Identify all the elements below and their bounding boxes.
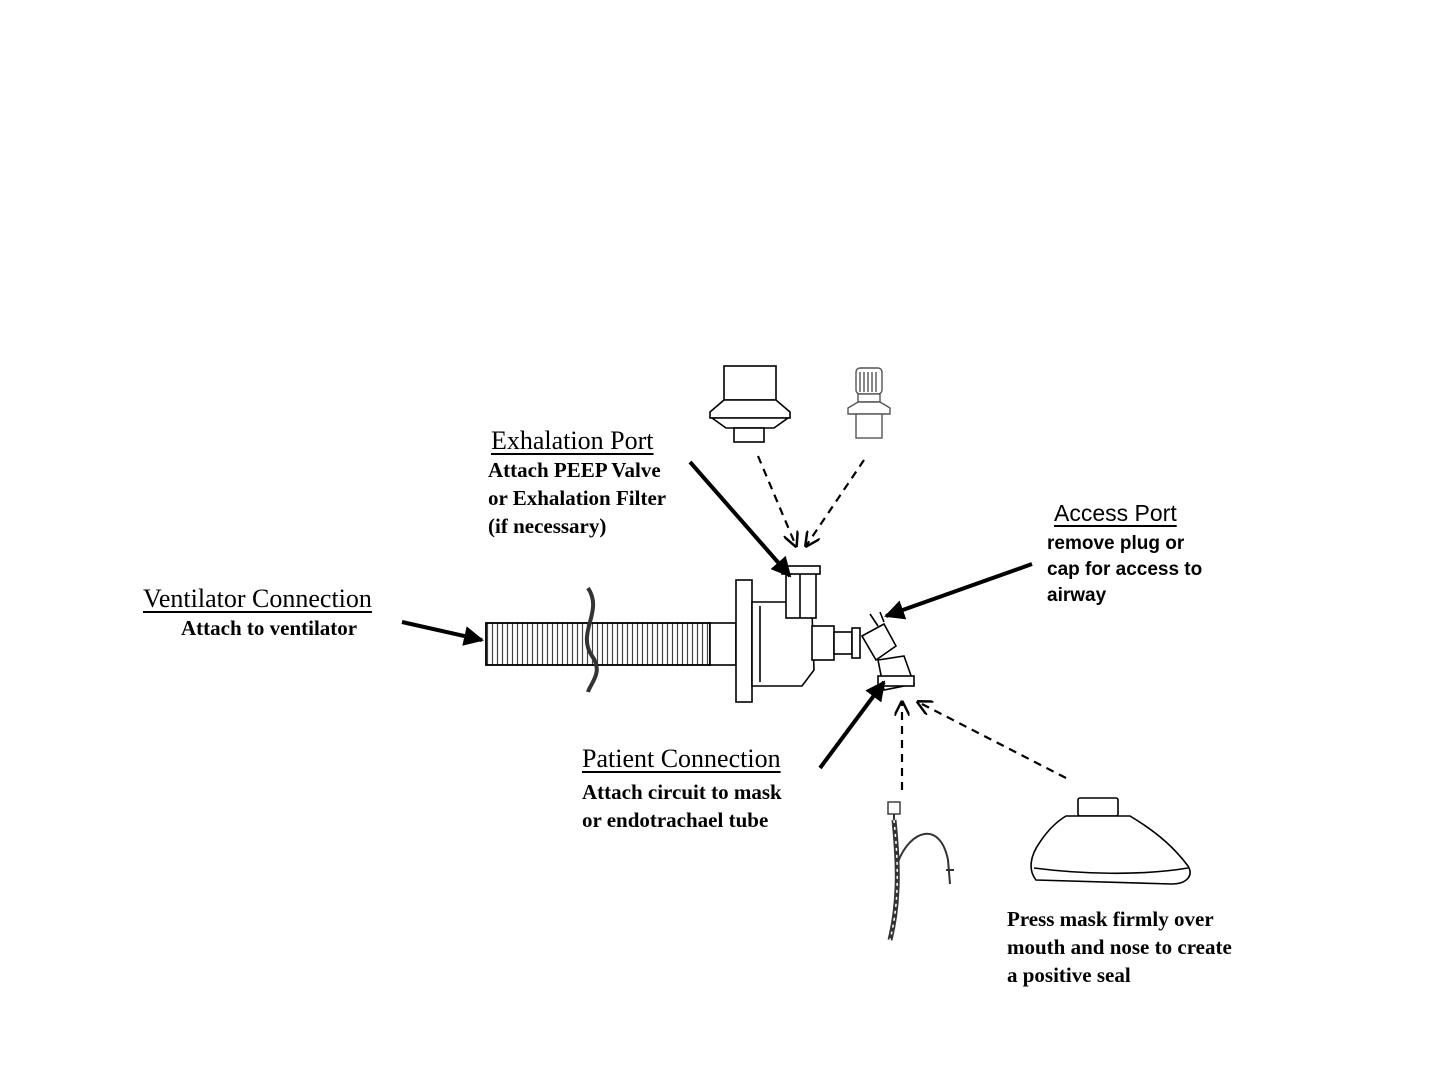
access-port-label: Access Port remove plug or cap for acces… [1047,500,1202,609]
mask-instructions-line-3: a positive seal [1007,961,1232,989]
exhalation-arrow [690,462,790,576]
exhalation-filter-icon [848,368,890,438]
patient-connection-line-1: Attach circuit to mask [582,778,782,806]
mask-instructions-line-1: Press mask firmly over [1007,905,1232,933]
access-port-line-2: cap for access to [1047,557,1202,583]
patient-arrow [820,682,884,768]
exhalation-port-line-1: Attach PEEP Valve [488,456,666,484]
exhalation-port-line-3: (if necessary) [488,512,666,540]
patient-connection-label: Patient Connection Attach circuit to mas… [582,744,782,834]
patient-connection-title: Patient Connection [582,744,782,774]
exhalation-port-title: Exhalation Port [488,426,666,456]
ventilator-connection-text: Attach to ventilator [143,614,372,642]
mask-instructions-label: Press mask firmly over mouth and nose to… [1007,905,1232,989]
patient-connection-line-2: or endotrachael tube [582,806,782,834]
exhalation-port-label: Exhalation Port Attach PEEP Valve or Exh… [488,426,666,540]
filter-dashed-arrow [806,460,864,546]
peep-dashed-arrow [758,456,796,546]
ventilator-connection-label: Ventilator Connection Attach to ventilat… [143,584,372,642]
ventilator-circuit-icon [486,566,914,702]
mask-dashed-arrow [918,702,1066,778]
access-arrow [886,564,1032,616]
face-mask-icon [1031,798,1190,884]
endotracheal-tube-icon [888,802,954,940]
access-port-title: Access Port [1047,500,1202,527]
mask-instructions-line-2: mouth and nose to create [1007,933,1232,961]
ventilator-connection-title: Ventilator Connection [143,584,372,614]
exhalation-port-line-2: or Exhalation Filter [488,484,666,512]
access-port-line-3: airway [1047,583,1202,609]
peep-valve-icon [710,366,790,442]
ventilator-arrow [402,622,482,640]
access-port-line-1: remove plug or [1047,531,1202,557]
